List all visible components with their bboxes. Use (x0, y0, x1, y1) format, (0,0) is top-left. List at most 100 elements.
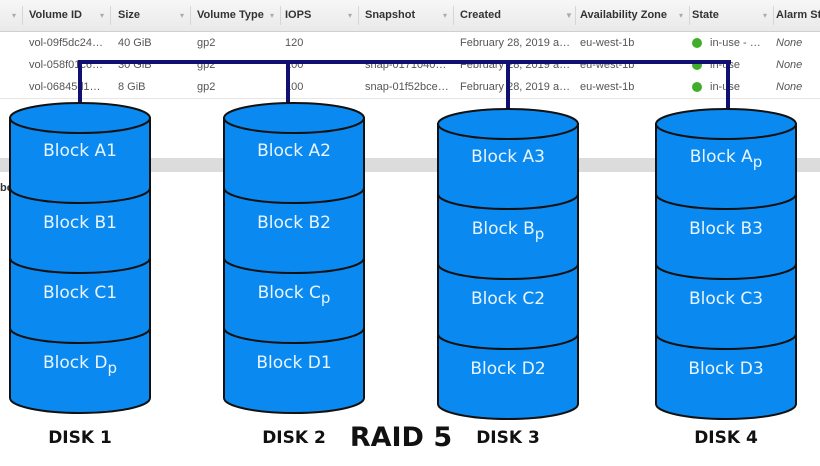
cell-state: in-use (710, 81, 740, 93)
block-index: p (107, 359, 117, 377)
block-name: Block A (690, 147, 753, 167)
cell-iops: 120 (285, 37, 304, 49)
block-index: p (321, 289, 331, 307)
cell-created: February 28, 2019 a… (460, 37, 571, 49)
column-header[interactable]: Size (118, 9, 141, 21)
sort-icon[interactable]: ▼ (565, 11, 573, 20)
column-header[interactable]: Snapshot (365, 9, 416, 21)
column-separator[interactable] (689, 6, 690, 25)
block-divider (9, 257, 151, 274)
cell-volume_id: vol-09f5dc24… (29, 37, 103, 49)
block-label: Block Cp (258, 283, 331, 307)
block-divider (655, 263, 797, 280)
column-header[interactable]: Availability Zone (580, 9, 668, 21)
column-header[interactable]: Volume Type (197, 9, 264, 21)
block-divider (9, 327, 151, 344)
block-index: 1 (106, 283, 117, 303)
column-separator[interactable] (22, 6, 23, 25)
column-header[interactable]: IOPS (285, 9, 312, 21)
block-label: Block D1 (256, 353, 331, 373)
block-name: Block A (471, 147, 534, 167)
block-index: 1 (321, 353, 332, 373)
panel-divider[interactable] (0, 158, 820, 172)
block-divider (437, 193, 579, 210)
column-header[interactable]: State (692, 9, 719, 21)
block-name: Block D (688, 359, 752, 379)
status-dot-icon (692, 60, 702, 70)
column-separator[interactable] (358, 6, 359, 25)
sort-icon[interactable]: ▾ (270, 11, 275, 20)
block-index: 1 (106, 213, 117, 233)
sort-icon[interactable]: ▾ (180, 11, 185, 20)
block-name: Block B (43, 213, 106, 233)
block-name: Block B (472, 219, 535, 239)
cell-type: gp2 (197, 81, 216, 93)
block-index: 2 (320, 141, 331, 161)
cell-alarm: None (776, 37, 803, 49)
block-label: Block D3 (688, 359, 763, 379)
block-divider (9, 187, 151, 204)
block-name: Block C (471, 289, 534, 309)
block-index: 1 (106, 141, 117, 161)
column-separator[interactable] (190, 6, 191, 25)
block-index: p (535, 225, 545, 243)
block-label: Block C3 (689, 289, 763, 309)
block-divider (437, 263, 579, 280)
column-separator[interactable] (280, 6, 281, 25)
sort-icon[interactable]: ▾ (100, 11, 105, 20)
disk-label: DISK 4 (694, 428, 758, 448)
block-label: Block C1 (43, 283, 117, 303)
block-label: Block B3 (689, 219, 763, 239)
diagram-title: RAID 5 (350, 422, 452, 453)
block-divider (223, 257, 365, 274)
column-separator[interactable] (453, 6, 454, 25)
cell-state: in-use - … (710, 37, 761, 49)
cell-size: 8 GiB (118, 81, 146, 93)
sort-icon[interactable]: ▾ (443, 11, 448, 20)
block-label: Block Dp (43, 353, 117, 377)
cylinder-top (655, 108, 797, 140)
block-name: Block D (43, 353, 107, 373)
sort-icon[interactable]: ▾ (679, 11, 684, 20)
block-name: Block C (43, 283, 106, 303)
block-label: Block B2 (257, 213, 331, 233)
block-name: Block C (689, 289, 752, 309)
column-header[interactable]: Created (460, 9, 501, 21)
column-header[interactable]: Alarm Sta (776, 9, 820, 21)
cell-alarm: None (776, 81, 803, 93)
cylinder-body (655, 123, 797, 420)
block-divider (655, 193, 797, 210)
cell-type: gp2 (197, 37, 216, 49)
cylinder-top (437, 108, 579, 140)
block-index: 2 (534, 289, 545, 309)
cylinder-body (9, 117, 151, 414)
block-label: Block B1 (43, 213, 117, 233)
block-label: Block A3 (471, 147, 545, 167)
column-separator[interactable] (773, 6, 774, 25)
column-separator[interactable] (575, 6, 576, 25)
block-name: Block D (470, 359, 534, 379)
column-separator[interactable] (110, 6, 111, 25)
cell-az: eu-west-1b (580, 37, 635, 49)
block-label: Block A1 (43, 141, 117, 161)
sort-icon[interactable]: ▾ (12, 11, 17, 20)
cylinder-top (223, 102, 365, 134)
block-index: 3 (752, 289, 763, 309)
status-dot-icon (692, 38, 702, 48)
table-header: ▾ ▾ ▾ ▾ ▾ ▾ ▼ ▾ ▾ Volume ID Size Volume Type IOPS Sna… (0, 0, 820, 32)
block-index: 2 (320, 213, 331, 233)
cell-alarm: None (776, 59, 803, 71)
sort-icon[interactable]: ▾ (763, 11, 768, 20)
block-divider (655, 333, 797, 350)
sort-icon[interactable]: ▾ (348, 11, 353, 20)
block-divider (223, 187, 365, 204)
cylinder-body (223, 117, 365, 414)
cylinder-top (9, 102, 151, 134)
cell-az: eu-west-1b (580, 81, 635, 93)
column-header[interactable]: Volume ID (29, 9, 82, 21)
